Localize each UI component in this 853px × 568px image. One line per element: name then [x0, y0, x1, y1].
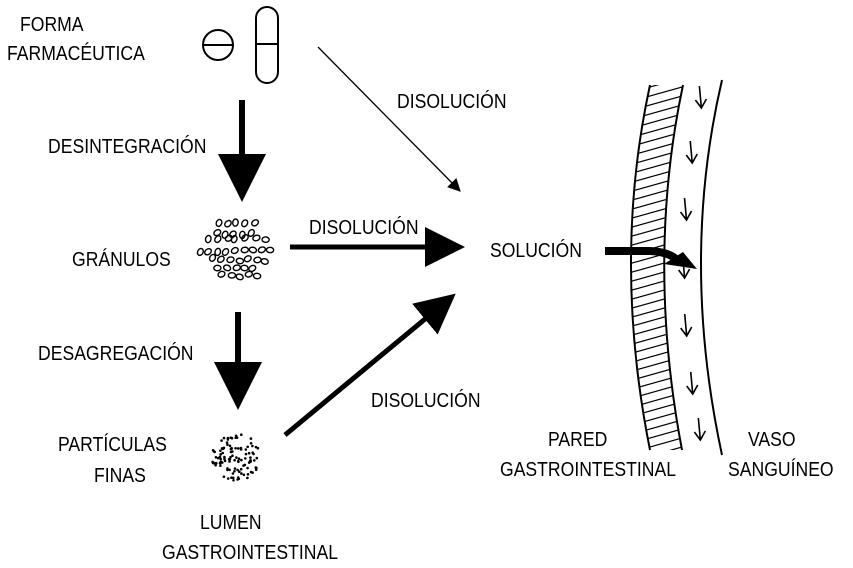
dissolution-label-top: DISOLUCIÓN — [397, 90, 507, 114]
vessel-label-line1: VASO — [748, 428, 796, 452]
dissolution-label-middle: DISOLUCIÓN — [309, 216, 419, 240]
solution-label: SOLUCIÓN — [490, 239, 582, 263]
disintegration-label: DESINTEGRACIÓN — [48, 135, 206, 159]
arrow-dissolution-bottom — [285, 300, 448, 435]
dosage-form-label-line1: FORMA — [20, 13, 84, 37]
granules-cluster — [196, 219, 273, 281]
fine-particles-label-line1: PARTÍCULAS — [58, 433, 167, 457]
fine-particles-label-line2: FINAS — [94, 464, 146, 488]
lumen-label-line2: GASTROINTESTINAL — [162, 541, 338, 565]
disaggregation-label: DESAGREGACIÓN — [38, 342, 193, 366]
arrow-dissolution-top — [318, 47, 459, 190]
dissolution-label-bottom: DISOLUCIÓN — [371, 389, 481, 413]
vessel-label-line2: SANGUÍNEO — [728, 458, 834, 482]
dosage-form-label-line2: FARMACÉUTICA — [7, 42, 145, 66]
tablet-icon — [203, 30, 233, 60]
fine-particles-cluster — [211, 433, 259, 481]
lumen-label-line1: LUMEN — [200, 511, 262, 535]
granules-label: GRÁNULOS — [72, 248, 171, 272]
capsule-icon — [256, 7, 278, 83]
wall-label-line1: PARED — [548, 428, 607, 452]
blood-vessel — [679, 80, 722, 455]
wall-label-line2: GASTROINTESTINAL — [500, 458, 676, 482]
